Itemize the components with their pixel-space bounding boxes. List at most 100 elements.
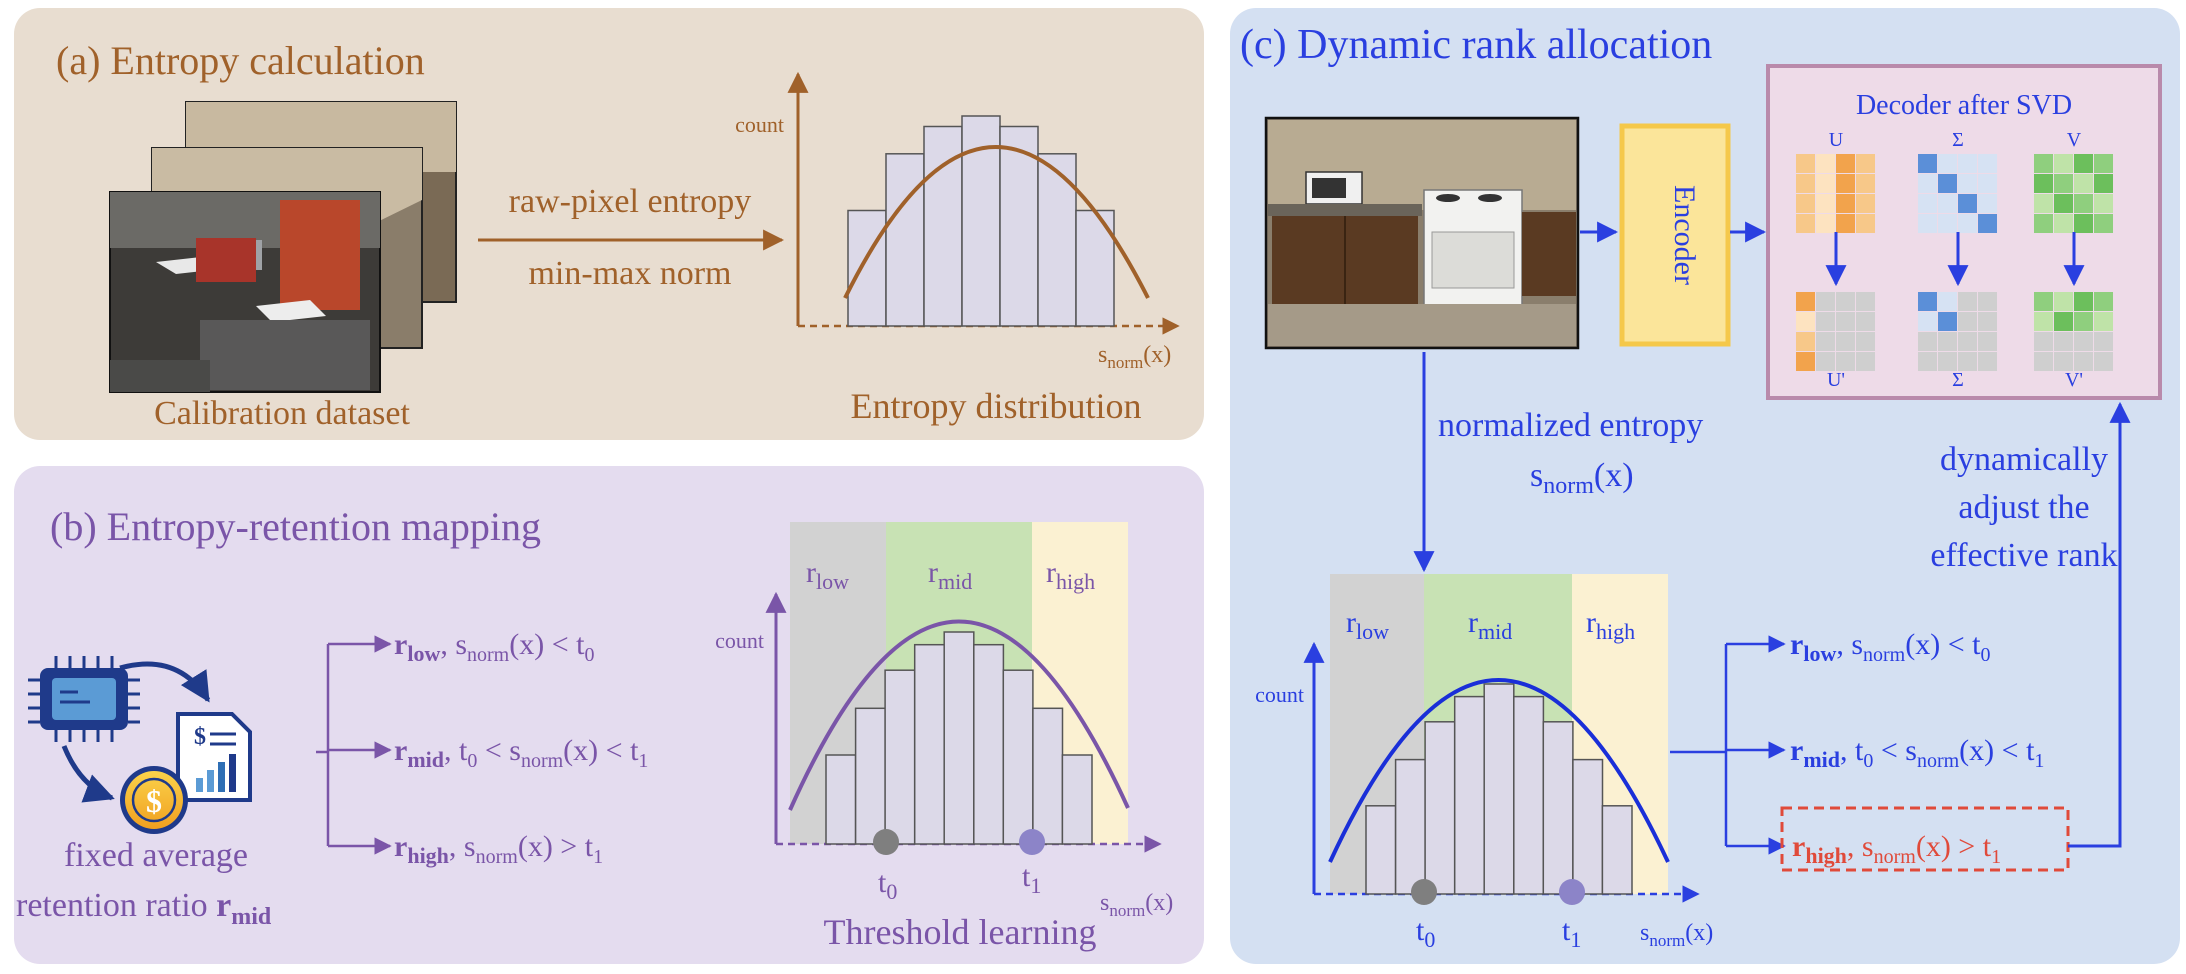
matrix-u-cell	[1856, 194, 1875, 213]
panel-c-t0-main: t	[1416, 914, 1425, 947]
min-max-norm-label: min-max norm	[528, 255, 731, 292]
matrix-sigma-prime-cell	[1918, 332, 1937, 351]
panel-a-histogram-bar-2	[885, 153, 925, 327]
matrix-sigma-prime-cell	[1938, 332, 1957, 351]
matrix-v-prime-cell	[2074, 312, 2093, 331]
matrix-v-prime-cell	[2074, 352, 2093, 371]
matrix-u-cell	[1836, 214, 1855, 233]
matrix-v-prime-cell	[2094, 292, 2113, 311]
panel-b-t1-sub: 1	[1030, 873, 1041, 898]
kitchen-microwave-window	[1312, 178, 1346, 198]
matrix-v-cell	[2054, 214, 2073, 233]
panel-b-t1-label: t1	[1022, 860, 1041, 898]
matrix-v-prime-cell	[2034, 352, 2053, 371]
coin-dollar-sign: $	[146, 783, 162, 819]
panel-c-snorm-sub: norm	[1543, 473, 1594, 499]
matrix-v-cell	[2034, 194, 2053, 213]
matrix-u-cell	[1796, 154, 1815, 173]
matrix-v-cell	[2074, 194, 2093, 213]
matrix-sigma-prime-cell	[1938, 352, 1957, 371]
panel-c-rule-bracket	[1670, 635, 1786, 855]
matrix-v-cell	[2054, 194, 2073, 213]
panel-b-t1-main: t	[1022, 860, 1031, 893]
matrix-v-cell	[2074, 154, 2093, 173]
panel-c-histogram-bar-4	[1453, 695, 1486, 895]
panel-b-histogram-bar-9	[1061, 754, 1093, 845]
encoder-label: Encoder	[1668, 185, 1701, 285]
threshold-learning-caption: Threshold learning	[824, 912, 1097, 952]
dynamic-adjust-line-2: adjust the	[1958, 489, 2089, 526]
matrix-v-prime-cell	[2094, 332, 2113, 351]
panel-c-region-low-label: rlow	[1346, 606, 1389, 644]
panel-c-t0-label: t0	[1416, 914, 1435, 952]
matrix-v-prime-cell	[2094, 312, 2113, 331]
panel-c-region-mid-label: rmid	[1468, 606, 1512, 644]
panel-b-histogram	[825, 631, 1093, 845]
panel-b-t0-sub: 0	[886, 879, 897, 904]
panel-b-region-high-label: rhigh	[1046, 556, 1095, 594]
matrix-u-cell	[1796, 174, 1815, 193]
matrix-u-prime-cell	[1796, 312, 1815, 331]
matrix-sigma-prime-cell	[1978, 312, 1997, 331]
panel-c-rule-high-r-sub: high	[1805, 843, 1847, 868]
matrix-u-cell	[1836, 194, 1855, 213]
matrix-u-prime-cell	[1856, 292, 1875, 311]
matrix-u-prime-cell	[1836, 332, 1855, 351]
normalized-entropy-label: normalized entropy	[1438, 407, 1703, 444]
chip-to-invoice-arrow	[119, 661, 211, 703]
panel-b-region-low-label: rlow	[806, 556, 849, 594]
panel-c-rule-mid-cond-mid: < s	[1873, 734, 1917, 767]
matrix-sigma-prime-cell	[1958, 292, 1977, 311]
panel-a: (a) Entropy calculation Calibration data…	[14, 8, 1204, 440]
matrix-u-cell	[1856, 214, 1875, 233]
panel-a-histogram-bar-5	[999, 125, 1039, 327]
panel-b-region-high-r: r	[1046, 556, 1056, 589]
threshold-t1-marker[interactable]	[1019, 829, 1045, 855]
rule-high-r: r	[394, 830, 407, 863]
matrix-v-cell	[2054, 174, 2073, 193]
panel-c-rule-high-t-sub: 1	[1991, 846, 2001, 868]
matrix-v-cell	[2034, 154, 2053, 173]
matrix-sigma-cell	[1958, 174, 1977, 193]
matrix-v-prime-cell	[2034, 332, 2053, 351]
matrix-sigma-prime-cell	[1958, 332, 1977, 351]
panel-c-region-high-sub: high	[1596, 619, 1635, 644]
retention-r: r	[216, 887, 231, 924]
panel-c-t0-marker[interactable]	[1411, 879, 1437, 905]
rule-mid-cond-post: (x) < t	[563, 734, 639, 767]
rule-high-cond-sub: norm	[476, 846, 519, 868]
kitchen-oven-door	[1431, 231, 1515, 289]
matrix-sigma-prime-cell	[1958, 312, 1977, 331]
panel-c-x-axis-main: s	[1640, 920, 1649, 946]
selected-rule-highlight-box[interactable]	[1780, 806, 2070, 872]
matrix-v-prime-cell	[2054, 312, 2073, 331]
panel-c-x-axis-sub: norm	[1649, 931, 1685, 950]
panel-c-t1-label: t1	[1562, 914, 1581, 952]
panel-c-snorm-label: snorm(x)	[1530, 457, 1634, 499]
panel-a-histogram-bar-6	[1037, 153, 1077, 327]
matrix-u-cell	[1796, 194, 1815, 213]
panel-b-histogram-bar-5	[943, 631, 975, 845]
matrix-u-cell	[1796, 214, 1815, 233]
panel-c-region-low-sub: low	[1356, 619, 1389, 644]
matrix-v-prime-cell	[2074, 332, 2093, 351]
panel-b-histogram-bar-3	[884, 669, 916, 845]
panel-c-y-axis-label: count	[1255, 682, 1304, 707]
panel-c-rule-high-cond-sub: norm	[1874, 846, 1917, 868]
kitchen-side-cabinet	[1522, 212, 1576, 296]
rule-mid-r-sub: mid	[407, 747, 444, 772]
threshold-t0-marker[interactable]	[873, 829, 899, 855]
panel-c-title: (c) Dynamic rank allocation	[1240, 22, 1712, 68]
matrix-v-prime-cell	[2034, 292, 2053, 311]
encoder-block[interactable]	[1619, 123, 1731, 347]
calibration-image-red-wall	[280, 200, 360, 310]
panel-b-rule-bracket	[316, 635, 392, 855]
retention-r-sub: mid	[231, 904, 272, 930]
panel-c-t1-marker[interactable]	[1559, 879, 1585, 905]
panel-b-x-axis-main: s	[1100, 890, 1109, 916]
entropy-distribution-caption: Entropy distribution	[851, 386, 1142, 426]
panel-b-histogram-bar-6	[973, 643, 1005, 845]
retention-line-2-text: retention ratio	[16, 887, 216, 924]
panel-b-histogram-bar-7	[1002, 669, 1034, 845]
calibration-image-red-chair	[196, 238, 256, 282]
